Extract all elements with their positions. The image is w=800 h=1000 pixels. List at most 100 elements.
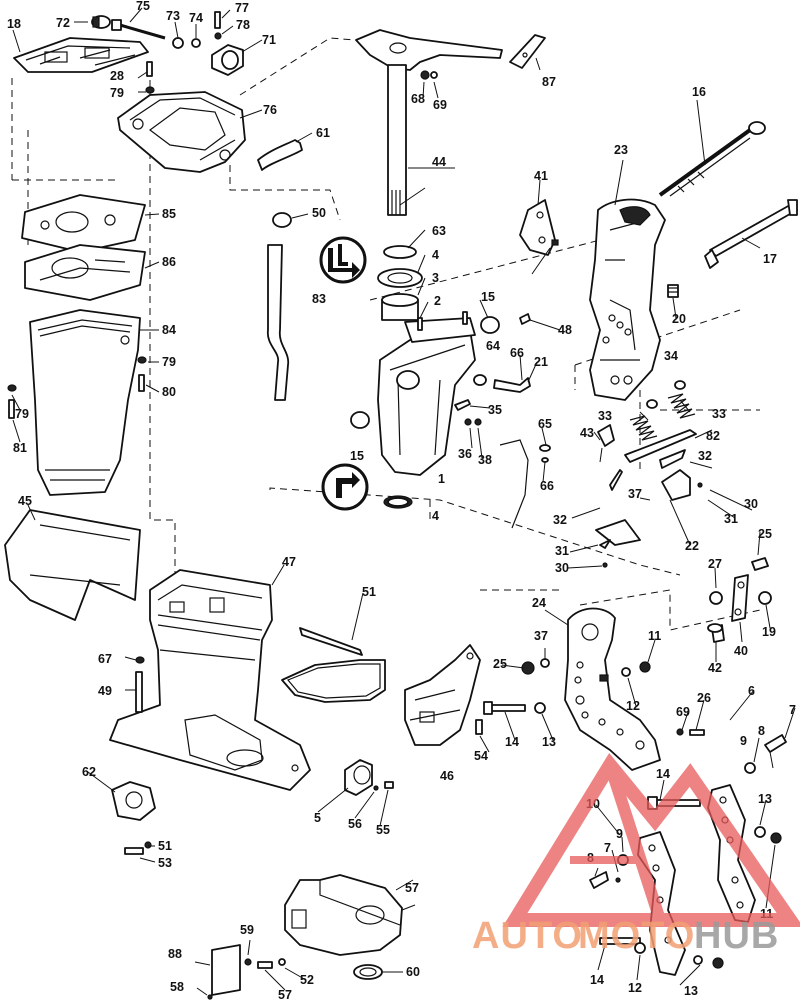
label-45: 46	[440, 769, 454, 783]
label-36b: 37	[628, 487, 642, 501]
exhaust-housing-76	[117, 61, 246, 173]
nut-11-12	[621, 661, 651, 677]
label-24: 24	[532, 596, 546, 610]
handle-61	[257, 139, 303, 171]
label-46: 47	[282, 555, 296, 569]
label-76: 76	[263, 103, 277, 117]
label-11: 11	[648, 629, 661, 643]
label-12: 12	[626, 699, 640, 713]
label-77: 77	[235, 1, 249, 15]
label-79: 79	[110, 86, 124, 100]
gasket-18	[13, 37, 149, 73]
label-65: 65	[538, 417, 552, 431]
label-31b: 31	[555, 544, 569, 558]
label-16: 16	[692, 85, 706, 99]
cover-45	[404, 644, 481, 746]
direction-arrow-icon-up	[319, 236, 367, 284]
label-25: 25	[493, 657, 507, 671]
label-69: 68	[411, 92, 425, 106]
label-82: 84	[162, 323, 176, 337]
label-78: 78	[236, 18, 250, 32]
label-62: 62	[82, 765, 96, 779]
shroud-44	[4, 509, 141, 621]
pin-47	[519, 313, 531, 325]
label-86: 88	[168, 947, 182, 961]
fitting-5	[344, 759, 394, 796]
label-3: 3	[432, 271, 439, 285]
label-13c: 13	[684, 984, 698, 998]
screw-53	[475, 719, 483, 735]
label-4b: 4	[432, 509, 439, 523]
label-36: 36	[458, 447, 472, 461]
label-9b: 9	[616, 827, 623, 841]
label-17: 17	[763, 252, 777, 266]
bracket-87	[509, 34, 546, 69]
label-51: 51	[158, 839, 172, 853]
label-20: 20	[672, 312, 686, 326]
label-7b: 7	[604, 841, 611, 855]
label-70: 69	[433, 98, 447, 112]
stern-bracket-24	[564, 607, 661, 771]
bolts-26-69	[676, 728, 705, 736]
watermark-text: AUTO MOTO HUB	[472, 915, 778, 957]
label-63: 63	[432, 224, 446, 238]
label-5: 5	[314, 811, 321, 825]
swivel-bracket-1	[350, 316, 500, 509]
label-79c: 79	[15, 407, 29, 421]
link-39	[707, 557, 772, 643]
plate-84	[24, 244, 146, 301]
label-7: 7	[789, 703, 796, 717]
steering-arm-43	[355, 29, 503, 216]
label-59: 58	[170, 980, 184, 994]
label-75: 75	[136, 0, 150, 13]
label-51b: 52	[300, 973, 314, 987]
label-2: 2	[434, 294, 441, 308]
label-55: 56	[348, 817, 362, 831]
label-53: 54	[474, 749, 488, 763]
bushings-upper	[377, 245, 423, 321]
mount-62	[111, 781, 156, 855]
label-33b: 33	[712, 407, 726, 421]
label-42: 43	[580, 426, 594, 440]
label-60: 60	[406, 965, 420, 979]
label-19: 19	[762, 625, 776, 639]
label-43: 44	[432, 155, 446, 169]
part-numbers: 18 72 75 73 74 77 78 71 28 79 76 61 50 8…	[7, 0, 796, 1000]
label-9: 9	[740, 734, 747, 748]
label-39: 40	[734, 644, 748, 658]
svg-text:AUTO: AUTO	[472, 915, 583, 957]
label-6: 6	[748, 684, 755, 698]
label-15b: 15	[350, 449, 364, 463]
label-68: 66	[510, 346, 524, 360]
label-13: 13	[542, 735, 556, 749]
label-18: 18	[7, 17, 21, 31]
label-80: 80	[162, 385, 176, 399]
cover-56	[284, 874, 403, 956]
label-84: 86	[162, 255, 176, 269]
label-72: 72	[56, 16, 70, 30]
label-35: 35	[488, 403, 502, 417]
label-21: 21	[534, 355, 548, 369]
nut-69-70	[420, 70, 438, 80]
bolts-13-14-11-12	[599, 796, 782, 969]
label-67: 67	[98, 652, 112, 666]
label-26: 26	[697, 691, 711, 705]
bolt-14	[483, 701, 546, 715]
spring-20	[667, 284, 679, 298]
label-69b: 69	[676, 705, 690, 719]
label-32b: 32	[553, 513, 567, 527]
bracket-40	[519, 199, 559, 256]
label-29: 28	[110, 69, 124, 83]
label-61: 61	[316, 126, 330, 140]
label-73: 73	[166, 9, 180, 23]
seal-50	[281, 627, 386, 703]
label-57: 57	[278, 988, 292, 1000]
label-23: 23	[614, 143, 628, 157]
tilt-lever-85	[595, 424, 703, 568]
adapter-82	[29, 309, 141, 496]
label-27: 25	[758, 527, 772, 541]
springs-33	[629, 380, 696, 441]
label-1: 1	[438, 472, 445, 486]
